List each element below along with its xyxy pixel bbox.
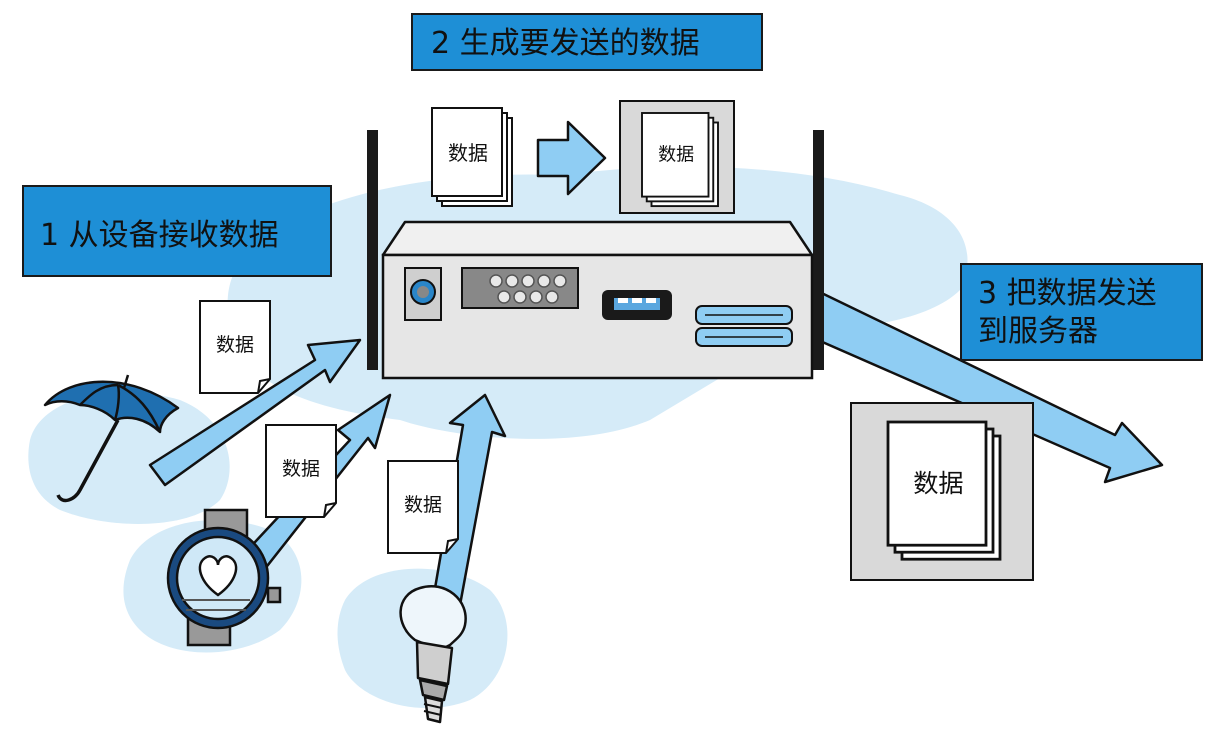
output-doc-frame: 数据 — [619, 100, 735, 214]
server-doc-frame: 数据 — [850, 402, 1034, 581]
bulb-arrow — [431, 393, 507, 607]
input-doc-stack: 数据 — [431, 107, 513, 207]
step3-label: 3 把数据发送 到服务器 — [960, 263, 1203, 361]
umbrella-doc: 数据 — [199, 300, 271, 394]
watch-doc: 数据 — [265, 424, 337, 518]
router-antennas — [367, 130, 824, 370]
transform-arrow — [536, 120, 607, 196]
outgoing-arrow — [793, 283, 1164, 484]
umbrella-arrow — [148, 338, 362, 487]
doc-label: 数据 — [913, 469, 963, 498]
step2-text: 2 生成要发送的数据 — [431, 26, 700, 61]
step1-label: 1 从设备接收数据 — [22, 185, 332, 277]
router — [381, 220, 814, 380]
bulb-doc: 数据 — [387, 460, 459, 554]
step3-text-line1: 3 把数据发送 — [978, 276, 1157, 311]
doc-label: 数据 — [404, 494, 442, 516]
step3-text-line2: 到服务器 — [978, 313, 1098, 349]
umbrella-icon — [43, 374, 180, 503]
step2-label: 2 生成要发送的数据 — [411, 13, 763, 71]
doc-label: 数据 — [448, 141, 488, 165]
step1-text: 1 从设备接收数据 — [40, 218, 279, 253]
lightbulb-icon — [399, 585, 467, 724]
smartwatch-icon — [166, 508, 282, 647]
doc-label: 数据 — [658, 145, 694, 166]
doc-label: 数据 — [216, 334, 254, 356]
doc-label: 数据 — [282, 458, 320, 480]
